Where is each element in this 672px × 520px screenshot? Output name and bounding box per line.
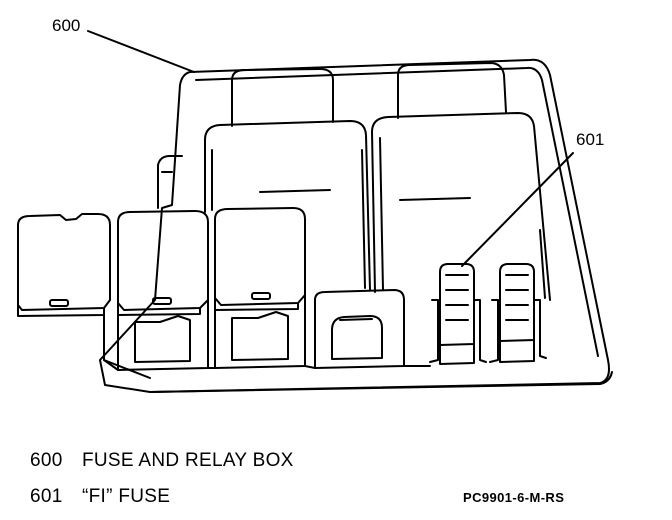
fuse-relay-box-housing xyxy=(99,58,613,393)
large-relay-right xyxy=(371,112,551,301)
fi-fuse xyxy=(429,263,487,365)
back-relay-right xyxy=(397,62,507,119)
box-lower-edge xyxy=(103,315,431,379)
callout-number-600: 600 xyxy=(52,16,80,35)
front-block-2 xyxy=(117,210,209,371)
front-block-1 xyxy=(17,213,111,317)
front-block-3 xyxy=(214,207,306,369)
large-relay-left xyxy=(204,120,371,291)
figure-reference-code: PC9901-6-M-RS xyxy=(463,490,565,505)
legend-description: FUSE AND RELAY BOX xyxy=(82,450,294,471)
front-block-4 xyxy=(314,289,405,369)
legend-row-601: 601 “FI” FUSE xyxy=(30,486,170,508)
legend-row-600: 600 FUSE AND RELAY BOX xyxy=(30,450,294,472)
callout-number-601: 601 xyxy=(576,130,604,149)
legend-number: 600 xyxy=(30,450,63,471)
leader-line-601 xyxy=(461,152,574,267)
callout-601: 601 xyxy=(461,130,604,267)
legend-description: “FI” FUSE xyxy=(82,486,171,507)
callout-600: 600 xyxy=(52,16,195,73)
adjacent-fuse xyxy=(489,263,547,363)
leader-line-600 xyxy=(87,30,195,73)
back-relay-left xyxy=(231,68,334,127)
legend-number: 601 xyxy=(30,486,63,507)
